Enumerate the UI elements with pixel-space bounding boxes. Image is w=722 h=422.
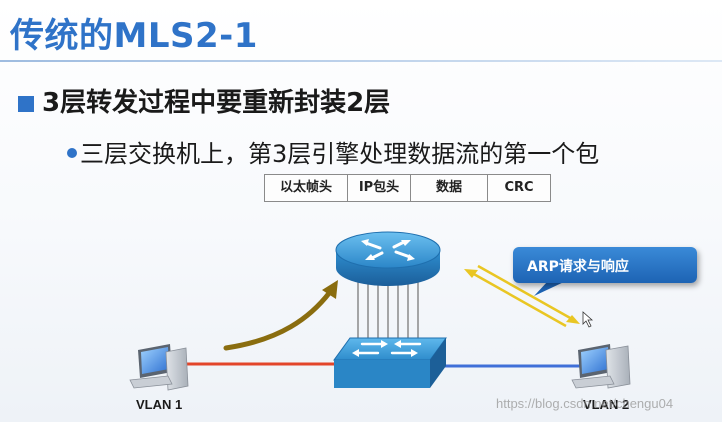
bullet-dot-icon xyxy=(67,148,77,158)
arp-callout xyxy=(513,247,697,283)
host-label-vlan2: VLAN 2 xyxy=(583,397,630,412)
bullet-sub: 三层交换机上，第3层引擎处理数据流的第一个包 xyxy=(80,140,600,168)
switch-icon xyxy=(333,337,447,388)
pc-icon xyxy=(129,344,189,391)
bullet-square-icon xyxy=(18,96,34,112)
callout-pointer xyxy=(534,281,566,296)
watermark: https://blog.csdn.net/chengu04 xyxy=(496,396,674,411)
arp-callout-text: ARP请求与响应 xyxy=(527,259,629,275)
frame-field-crc: CRC xyxy=(504,180,534,195)
engine-links xyxy=(357,282,419,342)
bullet-main: 3层转发过程中要重新封装2层 xyxy=(42,88,391,118)
frame-field-data: 数据 xyxy=(411,175,488,201)
frame-field-ethernet-header: 以太帧头 xyxy=(265,175,348,201)
host-label-vlan1: VLAN 1 xyxy=(136,397,183,412)
frame-field-ip-header: IP包头 xyxy=(348,175,411,201)
frame-format: 以太帧头 IP包头 数据 CRC xyxy=(264,174,551,202)
router-icon xyxy=(335,231,441,286)
pc-icon xyxy=(571,344,631,389)
first-packet-arrow xyxy=(223,280,338,351)
slide-title: 传统的MLS2-1 xyxy=(10,16,258,56)
arp-arrows xyxy=(464,264,580,328)
cursor-icon xyxy=(582,311,594,328)
title-divider xyxy=(0,60,722,62)
